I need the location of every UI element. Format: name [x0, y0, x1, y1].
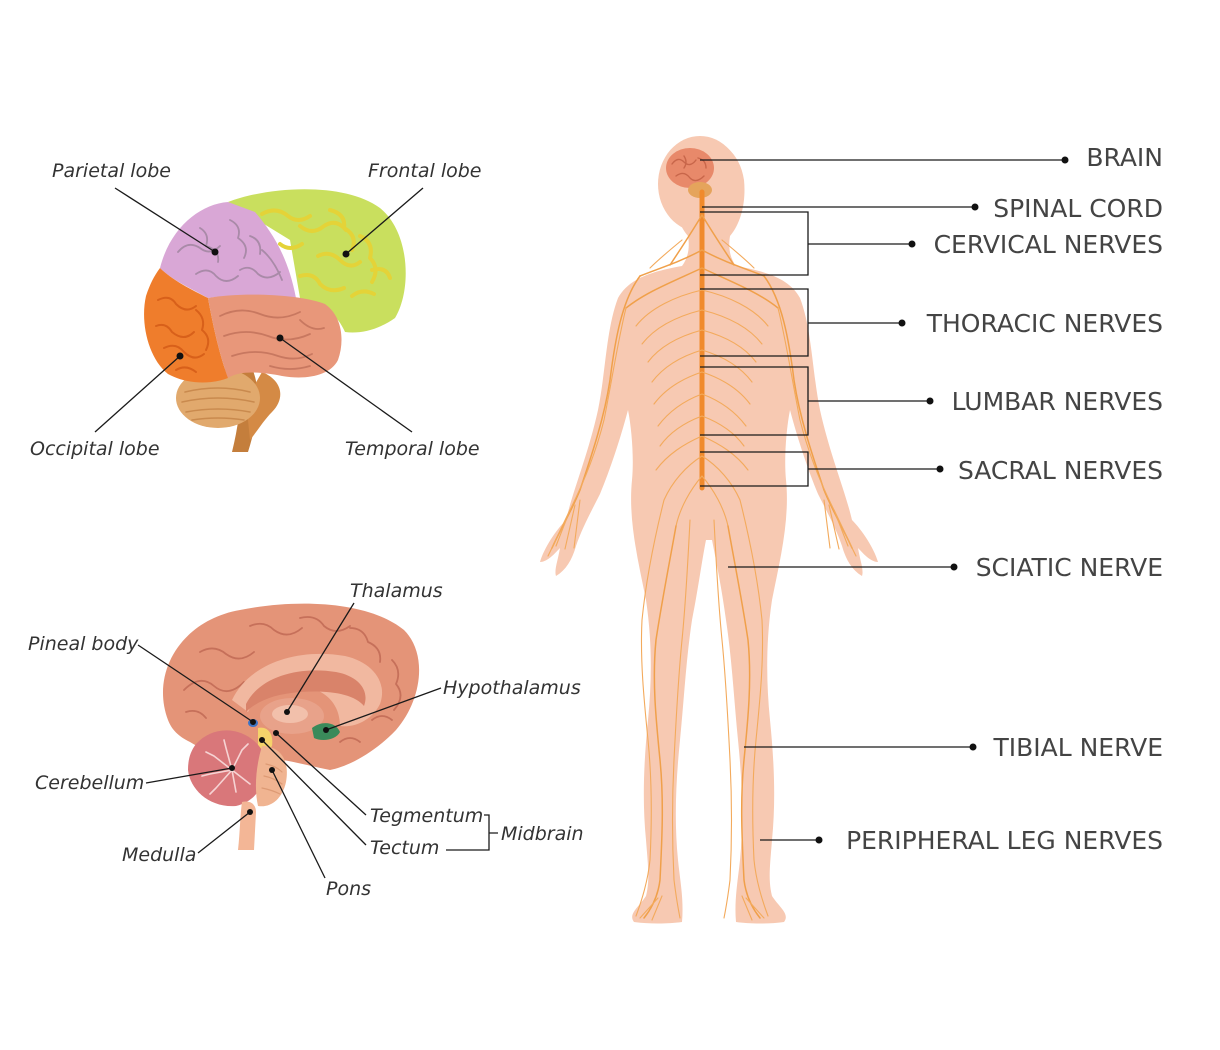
dot-thoracic-nerves	[898, 319, 906, 327]
label-tegmentum: Tegmentum	[370, 805, 483, 827]
occipital-lobe	[144, 268, 228, 383]
dot-hypothalamus	[323, 727, 329, 733]
dot-medulla	[247, 809, 253, 815]
dot-brain	[1061, 156, 1069, 164]
dot-tibial-nerve	[969, 743, 977, 751]
body-cerebellum	[688, 182, 712, 198]
label-brain: BRAIN	[1086, 143, 1163, 172]
dot-spinal-cord	[971, 203, 979, 211]
dot-sacral-nerves	[936, 465, 944, 473]
leader-temporal-lobe	[279, 337, 413, 433]
dot-sciatic-nerve	[950, 563, 958, 571]
lateral-brain-illustration	[144, 189, 406, 452]
dot-parietal-lobe	[211, 248, 219, 256]
label-parietal-lobe: Parietal lobe	[52, 160, 171, 182]
human-body-illustration	[540, 136, 878, 924]
dot-peripheral-leg-nerves	[815, 836, 823, 844]
label-pons: Pons	[326, 878, 371, 900]
label-frontal-lobe: Frontal lobe	[368, 160, 481, 182]
leader-pineal-body	[137, 644, 254, 723]
leader-pons	[271, 769, 326, 879]
label-thoracic-nerves: THORACIC NERVES	[926, 309, 1163, 338]
leader-medulla	[197, 811, 251, 854]
dot-cervical-nerves	[908, 240, 916, 248]
dot-cerebellum	[229, 765, 235, 771]
dot-occipital-lobe	[176, 352, 184, 360]
label-thalamus: Thalamus	[350, 580, 443, 602]
pons	[255, 746, 287, 807]
lobe-labels: Parietal lobe Frontal lobe Occipital lob…	[30, 160, 481, 460]
label-occipital-lobe: Occipital lobe	[30, 438, 160, 460]
label-cerebellum: Cerebellum	[35, 772, 144, 794]
label-spinal-cord: SPINAL CORD	[993, 194, 1163, 223]
sagittal-labels: Thalamus Pineal body Hypothalamus Cerebe…	[28, 580, 584, 900]
label-pineal-body: Pineal body	[28, 633, 139, 655]
frontal-lobe	[228, 189, 406, 333]
dot-temporal-lobe	[276, 334, 284, 342]
leader-thalamus	[286, 602, 355, 713]
label-peripheral-leg-nerves: PERIPHERAL LEG NERVES	[846, 826, 1163, 855]
leader-parietal-lobe	[114, 187, 216, 253]
label-tibial-nerve: TIBIAL NERVE	[992, 733, 1163, 762]
nerve-network	[547, 214, 857, 921]
leader-hypothalamus	[325, 687, 442, 731]
dot-thalamus	[284, 709, 290, 715]
body-labels: BRAIN SPINAL CORD CERVICAL NERVES THORAC…	[700, 143, 1163, 855]
lateral-ventricle	[246, 670, 366, 712]
dot-pineal-body	[250, 719, 256, 725]
midbrain	[258, 727, 273, 751]
dot-frontal-lobe	[342, 250, 350, 258]
dot-lumbar-nerves	[926, 397, 934, 405]
corpus-callosum	[232, 653, 383, 727]
label-temporal-lobe: Temporal lobe	[345, 438, 480, 460]
body-silhouette	[540, 138, 878, 924]
label-sacral-nerves: SACRAL NERVES	[958, 456, 1163, 485]
midbrain-bracket	[446, 814, 498, 851]
temporal-lobe	[208, 294, 342, 378]
label-tectum: Tectum	[370, 837, 439, 859]
label-sciatic-nerve: SCIATIC NERVE	[976, 553, 1163, 582]
leader-occipital-lobe	[94, 355, 181, 433]
leader-tegmentum	[275, 732, 367, 816]
thalamus-highlight	[272, 705, 308, 723]
body-brain	[666, 148, 714, 188]
label-cervical-nerves: CERVICAL NERVES	[934, 230, 1163, 259]
dot-tegmentum	[273, 730, 279, 736]
parietal-lobe	[160, 202, 296, 298]
label-midbrain: Midbrain	[501, 823, 584, 845]
dot-pons	[269, 767, 275, 773]
medulla	[238, 801, 256, 850]
dot-tectum	[259, 737, 265, 743]
leader-tectum	[261, 739, 367, 846]
label-hypothalamus: Hypothalamus	[443, 677, 581, 699]
leader-cerebellum	[145, 767, 233, 784]
label-medulla: Medulla	[122, 844, 196, 866]
leader-frontal-lobe	[345, 187, 424, 255]
label-lumbar-nerves: LUMBAR NERVES	[952, 387, 1163, 416]
